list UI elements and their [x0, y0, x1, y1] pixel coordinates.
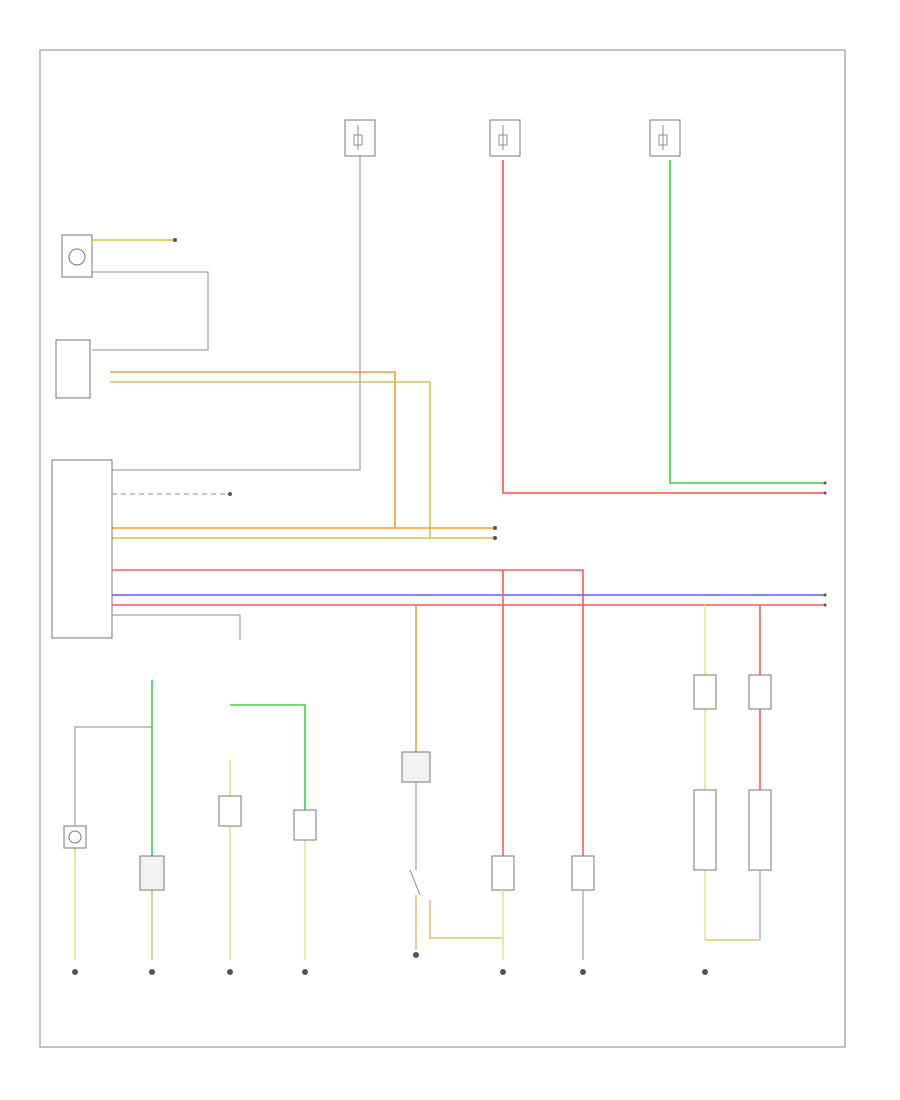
lounge-control-connector: [55, 339, 91, 399]
wire-olive-1: [110, 381, 431, 539]
fuse-top-1: [344, 119, 376, 157]
lamp-1: [63, 825, 87, 849]
door-switch: [409, 869, 421, 896]
door-switch-8: [693, 674, 717, 871]
right-connectors: [823, 481, 827, 607]
wire-branch-34-green: [230, 704, 306, 810]
wire-bus-gray: [112, 614, 241, 640]
switch-2: [139, 855, 165, 891]
switch-6: [491, 855, 515, 891]
fuse-top-2: [489, 119, 521, 157]
courtesy-light: [401, 751, 431, 783]
lamp-3: [218, 795, 242, 827]
switch-7: [571, 855, 595, 891]
wire-branch-5-tan2: [429, 900, 503, 939]
lamp-4: [293, 809, 317, 841]
wire-branch-1: [74, 726, 152, 960]
lounge-light: [61, 234, 93, 278]
wire-bus-red: [112, 569, 584, 862]
diagram-frame: [39, 49, 846, 1048]
fuse-top-3: [649, 119, 681, 157]
wire-orange-1: [110, 371, 396, 529]
wire-light-2: [92, 271, 209, 351]
main-control-module: [51, 459, 113, 639]
wire-feed-1: [110, 156, 361, 471]
wire-feed-3-green: [669, 160, 825, 484]
wire-feed-2-red: [502, 160, 825, 494]
